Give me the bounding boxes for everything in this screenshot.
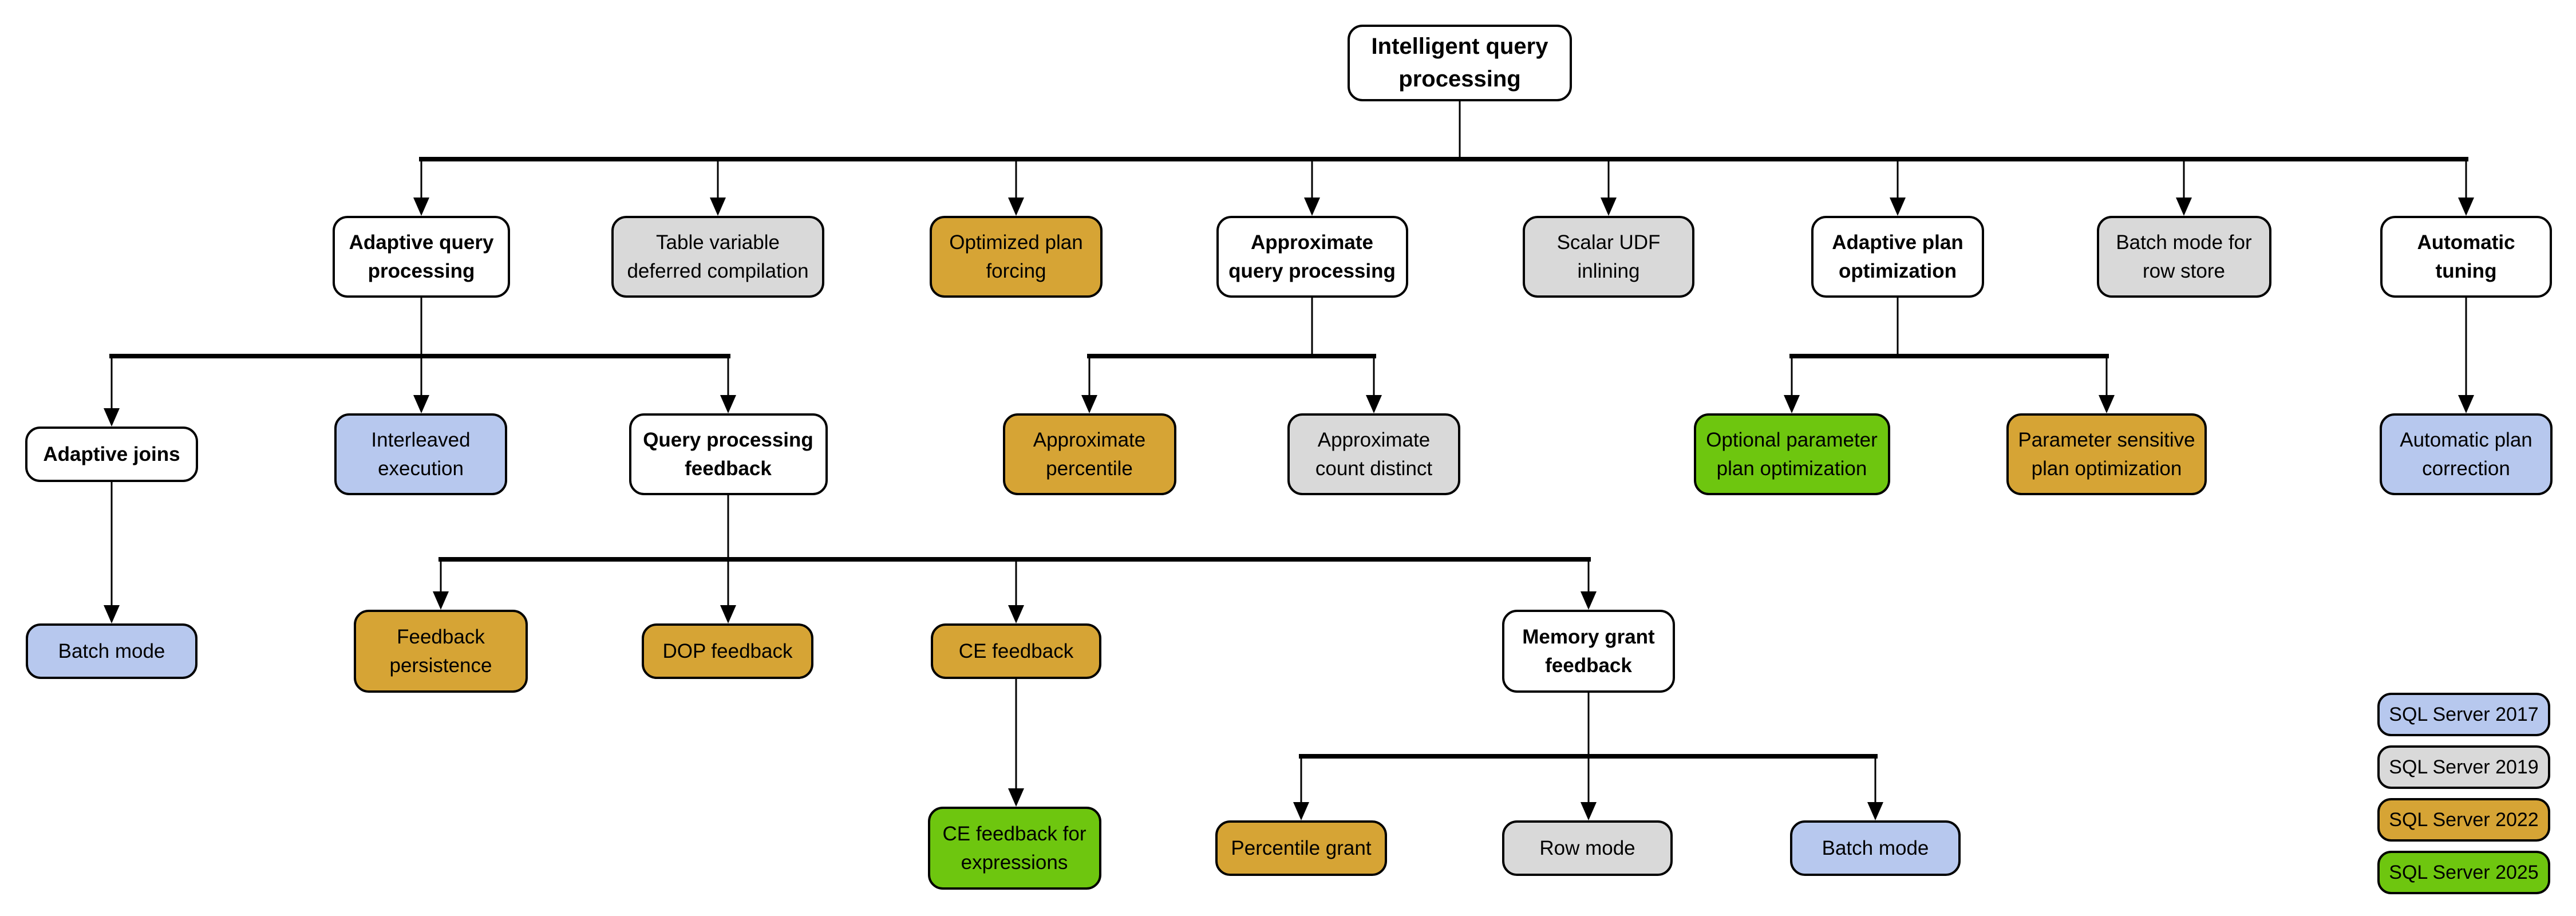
- node-approximate-count-distinct: Approximate count distinct: [1287, 413, 1460, 495]
- node-dop-feedback: DOP feedback: [642, 623, 813, 679]
- node-intelligent-query-processing: Intelligent query processing: [1348, 25, 1572, 101]
- node-batch-mode-for-row-store: Batch mode for row store: [2096, 216, 2271, 298]
- node-query-processing-feedback: Query processing feedback: [629, 413, 828, 495]
- legend-sql-server-2025: SQL Server 2025: [2377, 851, 2550, 894]
- node-ce-feedback-for-expressions: CE feedback for expressions: [927, 807, 1101, 890]
- legend-sql-server-2019: SQL Server 2019: [2377, 745, 2550, 789]
- node-interleaved-execution: Interleaved execution: [334, 413, 507, 495]
- node-optimized-plan-forcing: Optimized plan forcing: [930, 216, 1103, 298]
- node-batch-mode: Batch mode: [1790, 820, 1961, 876]
- node-automatic-plan-correction: Automatic plan correction: [2380, 413, 2553, 495]
- node-row-mode: Row mode: [1502, 820, 1673, 876]
- legend-sql-server-2022: SQL Server 2022: [2377, 798, 2550, 842]
- node-adaptive-plan-optimization: Adaptive plan optimization: [1811, 216, 1984, 298]
- node-approximate-query-processing: Approximate query processing: [1216, 216, 1408, 298]
- node-memory-grant-feedback: Memory grant feedback: [1502, 610, 1675, 693]
- node-optional-parameter-plan-optimization: Optional parameter plan optimization: [1693, 413, 1890, 495]
- node-scalar-udf-inlining: Scalar UDF inlining: [1523, 216, 1694, 298]
- node-ce-feedback: CE feedback: [931, 623, 1101, 679]
- legend-sql-server-2017: SQL Server 2017: [2377, 693, 2550, 736]
- node-parameter-sensitive-plan-optimization: Parameter sensitive plan optimization: [2006, 413, 2207, 495]
- node-approximate-percentile: Approximate percentile: [1002, 413, 1176, 495]
- node-batch-mode: Batch mode: [26, 623, 197, 679]
- node-table-variable-deferred-compilation: Table variable deferred compilation: [611, 216, 824, 298]
- node-feedback-persistence: Feedback persistence: [354, 610, 528, 693]
- node-adaptive-joins: Adaptive joins: [25, 427, 198, 482]
- node-adaptive-query-processing: Adaptive query processing: [333, 216, 510, 298]
- node-automatic-tuning: Automatic tuning: [2380, 216, 2552, 298]
- node-percentile-grant: Percentile grant: [1215, 820, 1387, 876]
